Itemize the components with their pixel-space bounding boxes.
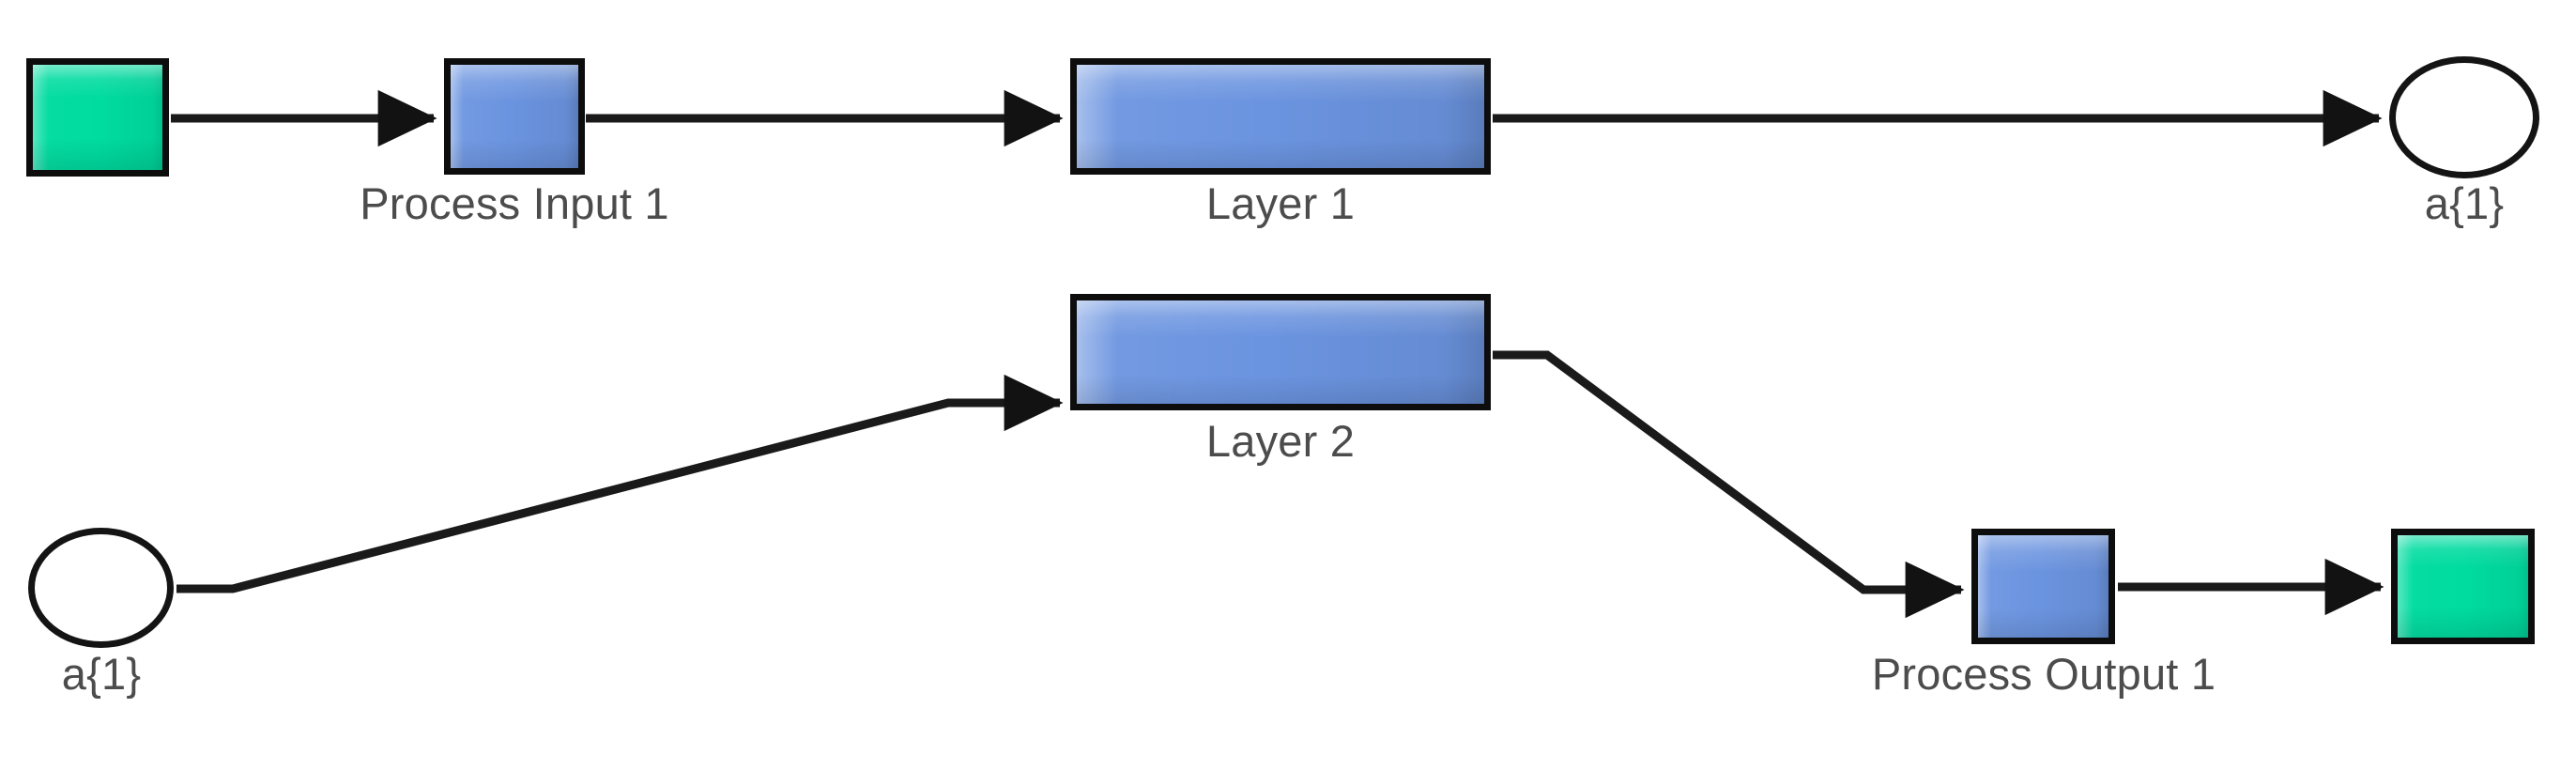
wire-layer2-to-process-output (1493, 350, 1965, 619)
signal-a1-top-label: a{1} (2424, 178, 2505, 228)
process-input-1-label: Process Input 1 (360, 178, 669, 228)
layer-1-label: Layer 1 (1205, 178, 1356, 228)
network-output-block[interactable] (2391, 529, 2535, 644)
layer-1-block[interactable] (1070, 58, 1491, 175)
signal-a1-top-circle[interactable] (2389, 56, 2539, 178)
process-input-1-block[interactable] (444, 58, 585, 175)
network-input-block[interactable] (26, 58, 169, 177)
process-output-1-label: Process Output 1 (1871, 649, 2216, 699)
signal-a1-bottom-circle[interactable] (28, 528, 174, 648)
signal-a1-bottom-label: a{1} (61, 649, 142, 699)
process-output-1-block[interactable] (1971, 529, 2115, 644)
layer-2-label: Layer 2 (1205, 416, 1356, 466)
wire-a1-to-layer2 (176, 374, 1064, 593)
layer-2-block[interactable] (1070, 294, 1491, 410)
